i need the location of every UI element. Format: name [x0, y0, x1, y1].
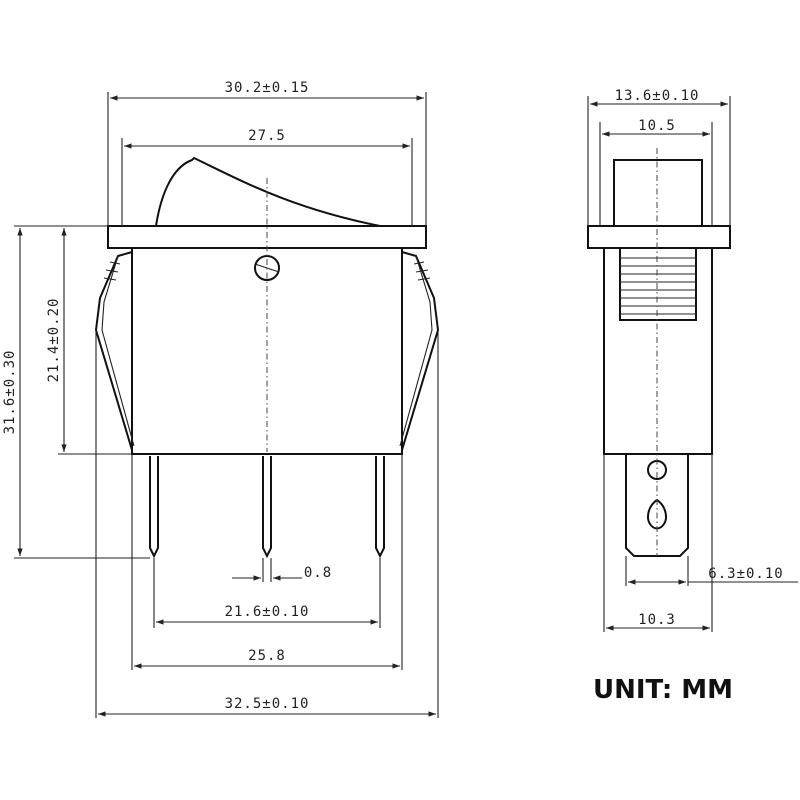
rocker-button [155, 156, 381, 227]
dim-flange-width: 13.6±0.10 [615, 88, 700, 104]
left-clip [94, 251, 135, 451]
dim-terminal-width: 6.3±0.10 [708, 566, 783, 582]
side-rocker [613, 159, 703, 227]
dim-pin-span: 21.6±0.10 [225, 604, 310, 620]
dim-body-width: 25.8 [248, 648, 286, 664]
dim-side-rocker-width: 10.5 [638, 118, 676, 134]
dim-rocker-width: 27.5 [248, 128, 286, 144]
dim-clip-width: 32.5±0.10 [225, 696, 310, 712]
front-view: 30.2±0.15 27.5 31.6±0.30 21.4±0.20 0.8 2… [2, 80, 440, 718]
pin-left [149, 456, 159, 559]
front-dimension-lines [17, 95, 436, 717]
right-clip [399, 251, 440, 451]
side-view: 13.6±0.10 10.5 6.3±0.10 10.3 [587, 88, 798, 632]
side-extension-lines [587, 96, 731, 632]
front-pins [149, 456, 385, 559]
dim-body-depth: 10.3 [638, 612, 676, 628]
pin-middle [262, 456, 272, 559]
pin-right [375, 456, 385, 559]
dim-pin-width: 0.8 [304, 565, 332, 581]
dim-total-height: 31.6±0.30 [2, 350, 18, 435]
side-ribs [619, 247, 697, 321]
unit-label: UNIT: MM [593, 675, 733, 705]
dim-overall-width: 30.2±0.15 [225, 80, 310, 96]
side-dimension-lines [590, 101, 798, 631]
side-flange [587, 225, 731, 249]
front-extension-lines [14, 92, 439, 718]
dim-body-height: 21.4±0.20 [46, 298, 62, 383]
